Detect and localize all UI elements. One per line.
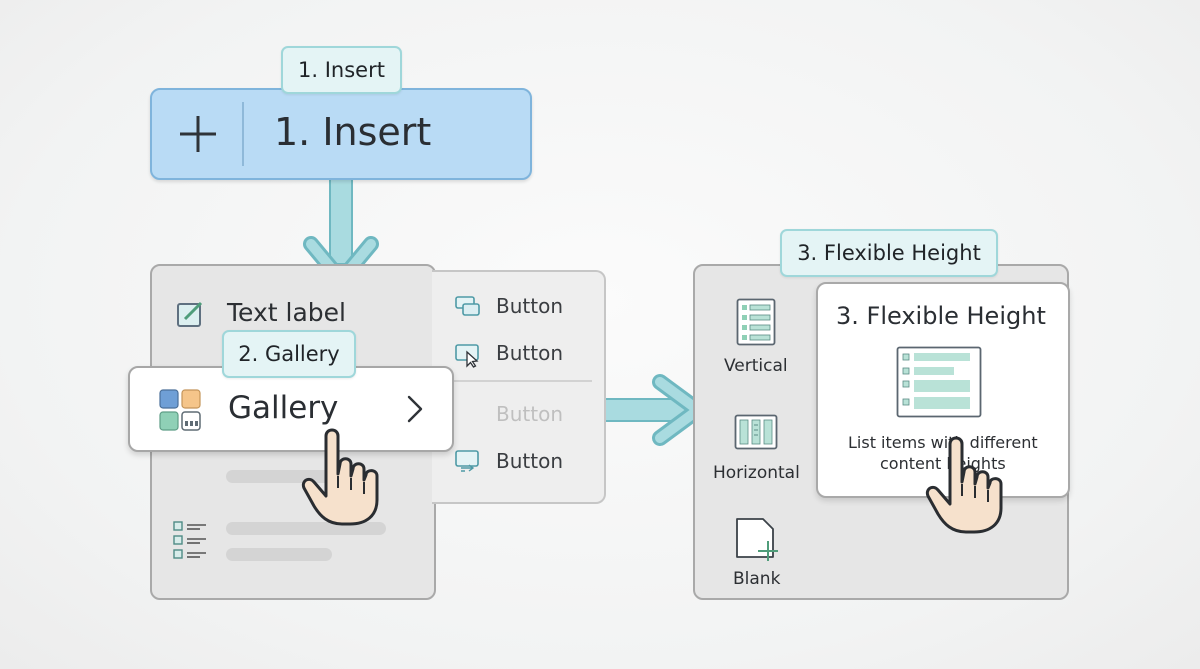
layout-horizontal-label[interactable]: Horizontal (713, 463, 800, 483)
buttons-submenu (432, 270, 606, 504)
hand-cursor-icon (301, 428, 379, 526)
gallery-label: Gallery (228, 390, 339, 426)
flexible-height-badge-label: 3. Flexible Height (797, 241, 981, 265)
vertical-layout-icon (736, 298, 776, 346)
placeholder-bar (226, 470, 356, 483)
insert-button-label: 1. Insert (274, 110, 432, 154)
list-icon (173, 521, 206, 559)
button-click-icon (455, 344, 479, 368)
flexible-card-title: 3. Flexible Height (836, 302, 1046, 330)
placeholder-bar (226, 548, 332, 561)
submenu-divider (446, 380, 592, 382)
insert-button[interactable]: 1. Insert (150, 88, 532, 180)
layout-vertical-label[interactable]: Vertical (724, 356, 788, 376)
gallery-badge-label: 2. Gallery (238, 342, 340, 366)
hidden-button-label: Button (496, 402, 563, 426)
layout-blank-label[interactable]: Blank (733, 569, 781, 589)
edit-icon (177, 301, 203, 327)
insert-badge: 1. Insert (281, 46, 402, 94)
chevron-right-icon (407, 395, 423, 423)
submenu-button-2[interactable]: Button (496, 341, 563, 365)
button-icon (455, 296, 480, 316)
blank-page-icon (736, 518, 778, 561)
hand-cursor-icon (925, 436, 1003, 534)
submenu-button-1[interactable]: Button (496, 294, 563, 318)
insert-divider (242, 102, 244, 166)
gallery-item[interactable]: Gallery (128, 366, 454, 452)
flexible-card-caption-1: List items with different (848, 433, 1038, 452)
text-label-item[interactable]: Text label (227, 298, 346, 327)
flexible-list-icon (896, 346, 982, 418)
gallery-badge: 2. Gallery (222, 330, 356, 378)
button-swap-icon (455, 450, 479, 472)
flexible-height-card[interactable]: 3. Flexible Height List items with diffe… (816, 282, 1070, 498)
flexible-height-badge: 3. Flexible Height (780, 229, 998, 277)
gallery-grid-icon (159, 389, 201, 431)
submenu-button-3[interactable]: Button (496, 449, 563, 473)
plus-icon (180, 116, 216, 152)
insert-badge-label: 1. Insert (298, 58, 385, 82)
horizontal-layout-icon (734, 414, 778, 450)
